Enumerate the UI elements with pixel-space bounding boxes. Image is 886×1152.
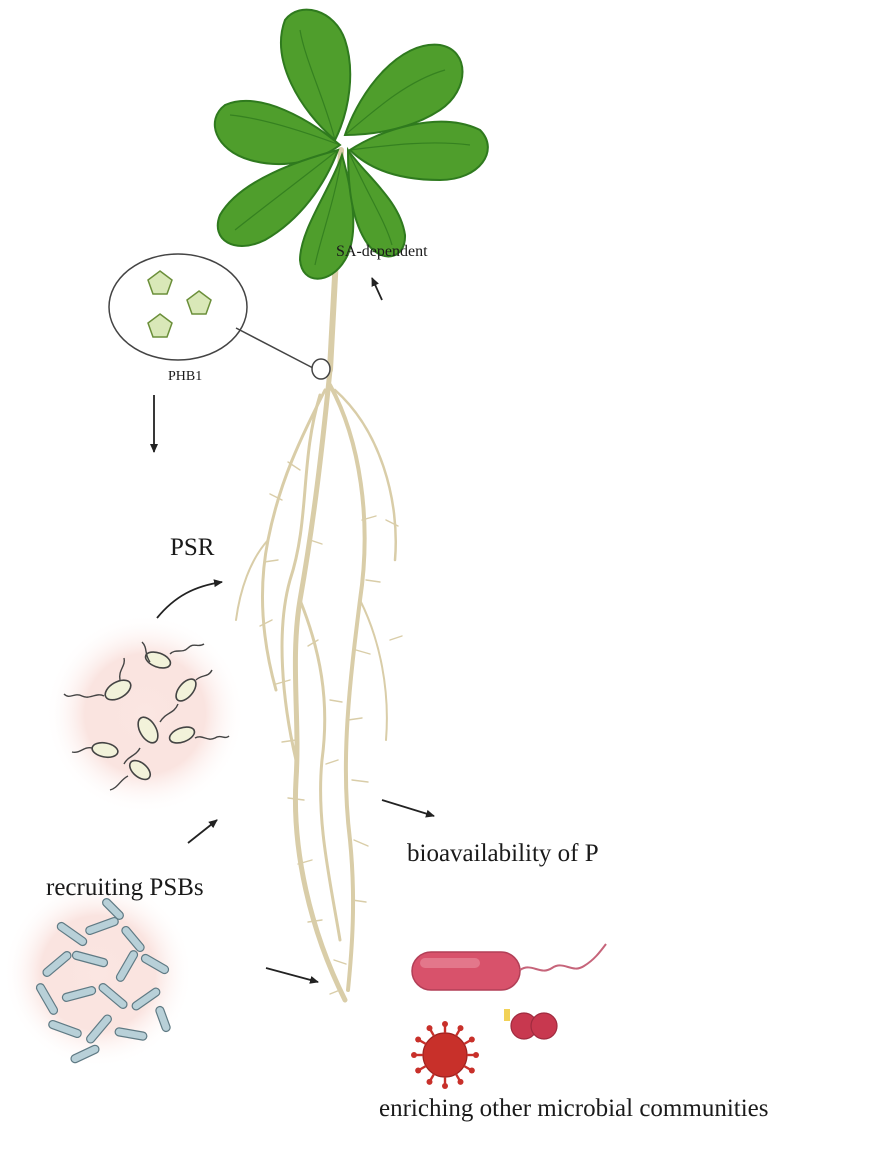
virus-spike-tip — [457, 1025, 464, 1032]
rod-bacteria-icon — [3, 878, 193, 1068]
label-phb1: PHB1 — [168, 369, 203, 384]
virus-spike-tip — [415, 1036, 422, 1043]
arrow-psb-to-microbes — [265, 967, 319, 984]
virus-icon — [411, 1021, 479, 1089]
diplococcus-icon — [504, 1009, 558, 1040]
pentagon-icon — [147, 313, 173, 338]
virus-spike-tip — [426, 1078, 433, 1085]
pentagon-icon — [186, 290, 212, 315]
label-sa-dependent: SA-dependent — [336, 243, 428, 260]
virus-spike-tip — [473, 1052, 479, 1058]
flagellated-bacterium-icon — [411, 943, 607, 991]
label-recruiting-psbs: recruiting PSBs — [46, 874, 204, 901]
virus-spike-tip — [457, 1078, 464, 1085]
virus-spike-tip — [468, 1067, 475, 1074]
arrow-sa-dependent — [371, 277, 383, 301]
virus-spike-tip — [442, 1021, 448, 1027]
pentagon-icon — [147, 270, 173, 295]
label-bioavailability: bioavailability of P — [407, 840, 599, 867]
label-enriching-microbes: enriching other microbial communities — [379, 1095, 769, 1122]
plant-icon — [213, 8, 489, 280]
arrow-psb-to-root — [187, 819, 218, 844]
virus-spike-tip — [426, 1025, 433, 1032]
arrow-bacteria-to-psr — [156, 579, 223, 619]
bacteria-cluster-icon — [45, 614, 245, 814]
arrow-root-to-bioavailability — [381, 799, 435, 818]
virus-spike-tip — [468, 1036, 475, 1043]
virus-spike-tip — [415, 1067, 422, 1074]
root-system-icon — [235, 147, 403, 1003]
virus-spike-tip — [442, 1083, 448, 1089]
arrows — [150, 277, 435, 984]
virus-spike-tip — [411, 1052, 417, 1058]
phb1-inset-icon — [108, 253, 331, 380]
label-psr: PSR — [170, 534, 215, 561]
